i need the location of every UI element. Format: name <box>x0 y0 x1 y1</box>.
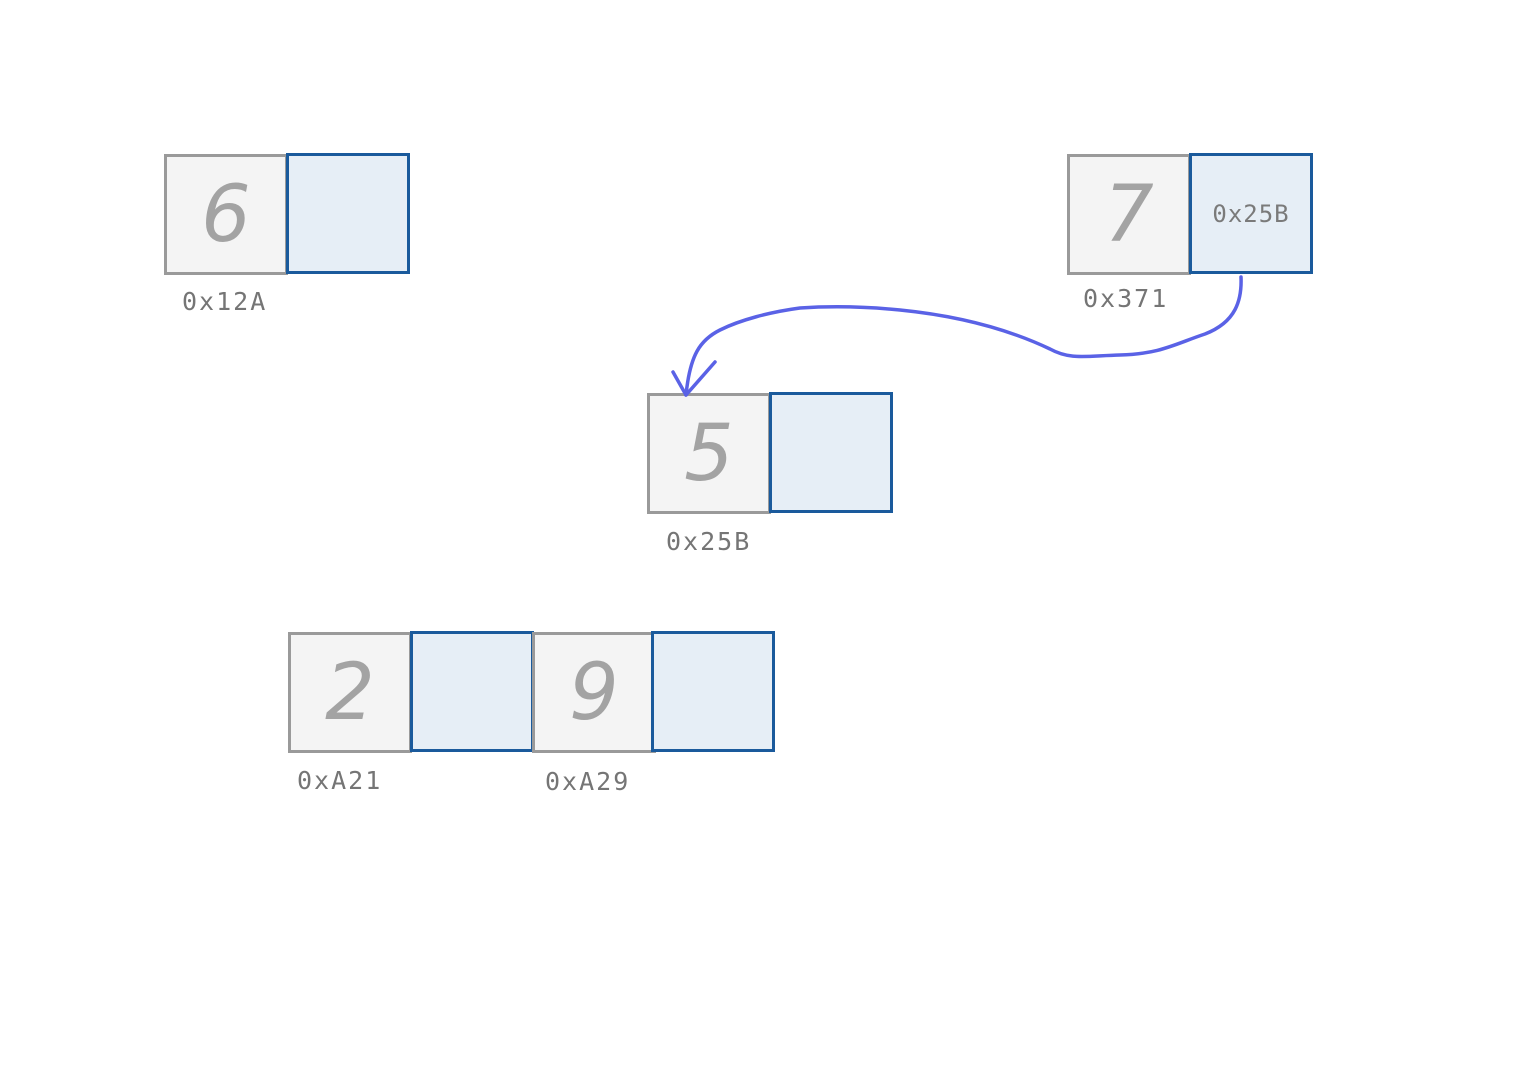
value-cell: 9 <box>532 632 656 753</box>
pointer-value <box>772 395 890 510</box>
node-value: 7 <box>1104 169 1154 260</box>
pointer-value: 0x25B <box>1212 199 1290 228</box>
pointer-value <box>654 634 772 749</box>
pointer-value <box>413 634 531 749</box>
pointer-value <box>289 156 407 271</box>
value-cell: 6 <box>164 154 288 275</box>
pointer-cell <box>769 392 893 513</box>
pointer-cell <box>651 631 775 752</box>
pointer-cell: 0x25B <box>1189 153 1313 274</box>
address-label: 0xA21 <box>297 766 383 795</box>
node-value: 5 <box>684 408 734 499</box>
node-value: 9 <box>569 647 619 738</box>
value-cell: 2 <box>288 632 412 753</box>
address-label: 0x371 <box>1083 284 1169 313</box>
address-label: 0x25B <box>666 527 752 556</box>
pointer-cell <box>410 631 534 752</box>
node-value: 2 <box>325 647 375 738</box>
node-value: 6 <box>201 169 251 260</box>
value-cell: 7 <box>1067 154 1191 275</box>
value-cell: 5 <box>647 393 771 514</box>
pointer-cell <box>286 153 410 274</box>
arrow-head-icon <box>671 360 717 397</box>
address-label: 0x12A <box>182 287 268 316</box>
address-label: 0xA29 <box>545 767 631 796</box>
